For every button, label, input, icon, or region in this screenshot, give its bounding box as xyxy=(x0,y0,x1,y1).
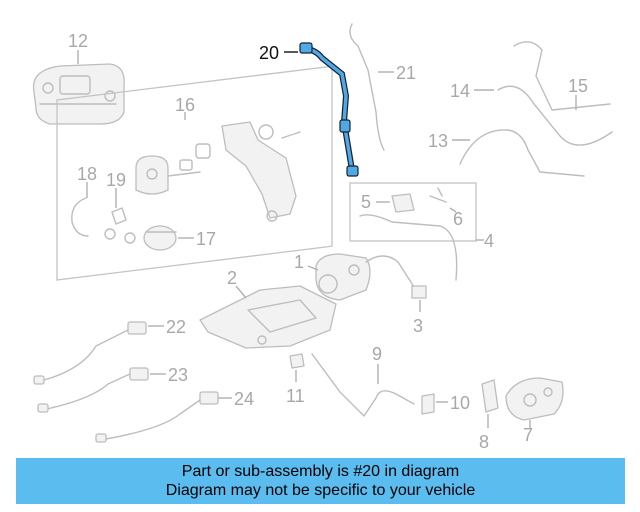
callout-10[interactable]: 10 xyxy=(450,393,470,413)
part-19-valve[interactable] xyxy=(135,143,211,195)
part-1-pump[interactable] xyxy=(315,253,417,301)
leader-1 xyxy=(307,265,319,271)
parts-diagram: 12 16 19 18 17 21 xyxy=(32,23,613,452)
callout-7[interactable]: 7 xyxy=(523,425,533,445)
part-18-hose[interactable] xyxy=(71,197,89,237)
callout-3[interactable]: 3 xyxy=(413,316,423,336)
part-16-bracket[interactable] xyxy=(221,121,301,222)
part-9-pipe[interactable] xyxy=(311,353,415,417)
callout-23[interactable]: 23 xyxy=(168,365,188,385)
part-21-vent-tube[interactable] xyxy=(349,23,385,151)
callout-6[interactable]: 6 xyxy=(453,209,463,229)
part-17-canister[interactable] xyxy=(104,225,177,251)
part-2-housing[interactable] xyxy=(199,285,337,349)
banner-line-2: Diagram may not be specific to your vehi… xyxy=(165,482,476,499)
callout-16[interactable]: 16 xyxy=(175,95,195,115)
part-13-line[interactable] xyxy=(459,129,585,177)
part-3-fitting[interactable] xyxy=(411,285,427,299)
part-22-sensor[interactable] xyxy=(33,321,147,385)
part-6-bolt[interactable] xyxy=(429,187,447,203)
callout-11[interactable]: 11 xyxy=(286,386,305,406)
part-20-hose[interactable] xyxy=(299,42,359,177)
callout-4[interactable]: 4 xyxy=(484,231,494,251)
callout-15[interactable]: 15 xyxy=(568,76,588,96)
callout-13[interactable]: 13 xyxy=(428,131,448,151)
callout-21[interactable]: 21 xyxy=(396,63,416,83)
callout-14[interactable]: 14 xyxy=(450,81,470,101)
callout-2[interactable]: 2 xyxy=(227,268,237,288)
part-12-engine-cover[interactable] xyxy=(32,63,125,125)
leader-6 xyxy=(449,207,457,213)
info-banner: Part or sub-assembly is #20 in diagram D… xyxy=(16,458,625,504)
part-4-group-box xyxy=(349,182,477,242)
part-11-clip[interactable] xyxy=(289,353,305,369)
part-16-group-box xyxy=(56,65,333,281)
part-10-valve[interactable] xyxy=(421,393,435,415)
callout-12[interactable]: 12 xyxy=(68,31,88,51)
part-5-gasket[interactable] xyxy=(391,193,415,213)
part-24-sensor[interactable] xyxy=(95,391,219,443)
callout-18[interactable]: 18 xyxy=(77,164,97,184)
part-23-sensor[interactable] xyxy=(37,367,149,413)
callout-5[interactable]: 5 xyxy=(361,192,371,212)
callout-9[interactable]: 9 xyxy=(372,344,382,364)
part-14-line[interactable] xyxy=(497,85,613,146)
part-19-clip[interactable] xyxy=(111,207,127,225)
part-15-line[interactable] xyxy=(513,41,611,111)
part-4-hose[interactable] xyxy=(359,214,458,281)
leader-2 xyxy=(235,285,247,299)
callout-20[interactable]: 20 xyxy=(259,43,279,63)
callout-17[interactable]: 17 xyxy=(196,229,216,249)
banner-line-1: Part or sub-assembly is #20 in diagram xyxy=(181,463,460,480)
part-8-bracket[interactable] xyxy=(481,379,499,413)
callout-22[interactable]: 22 xyxy=(166,317,186,337)
callout-1[interactable]: 1 xyxy=(294,252,304,272)
callout-19[interactable]: 19 xyxy=(106,170,126,190)
callout-8[interactable]: 8 xyxy=(479,432,489,452)
callout-24[interactable]: 24 xyxy=(234,389,254,409)
part-7-valve-body[interactable] xyxy=(505,377,564,421)
